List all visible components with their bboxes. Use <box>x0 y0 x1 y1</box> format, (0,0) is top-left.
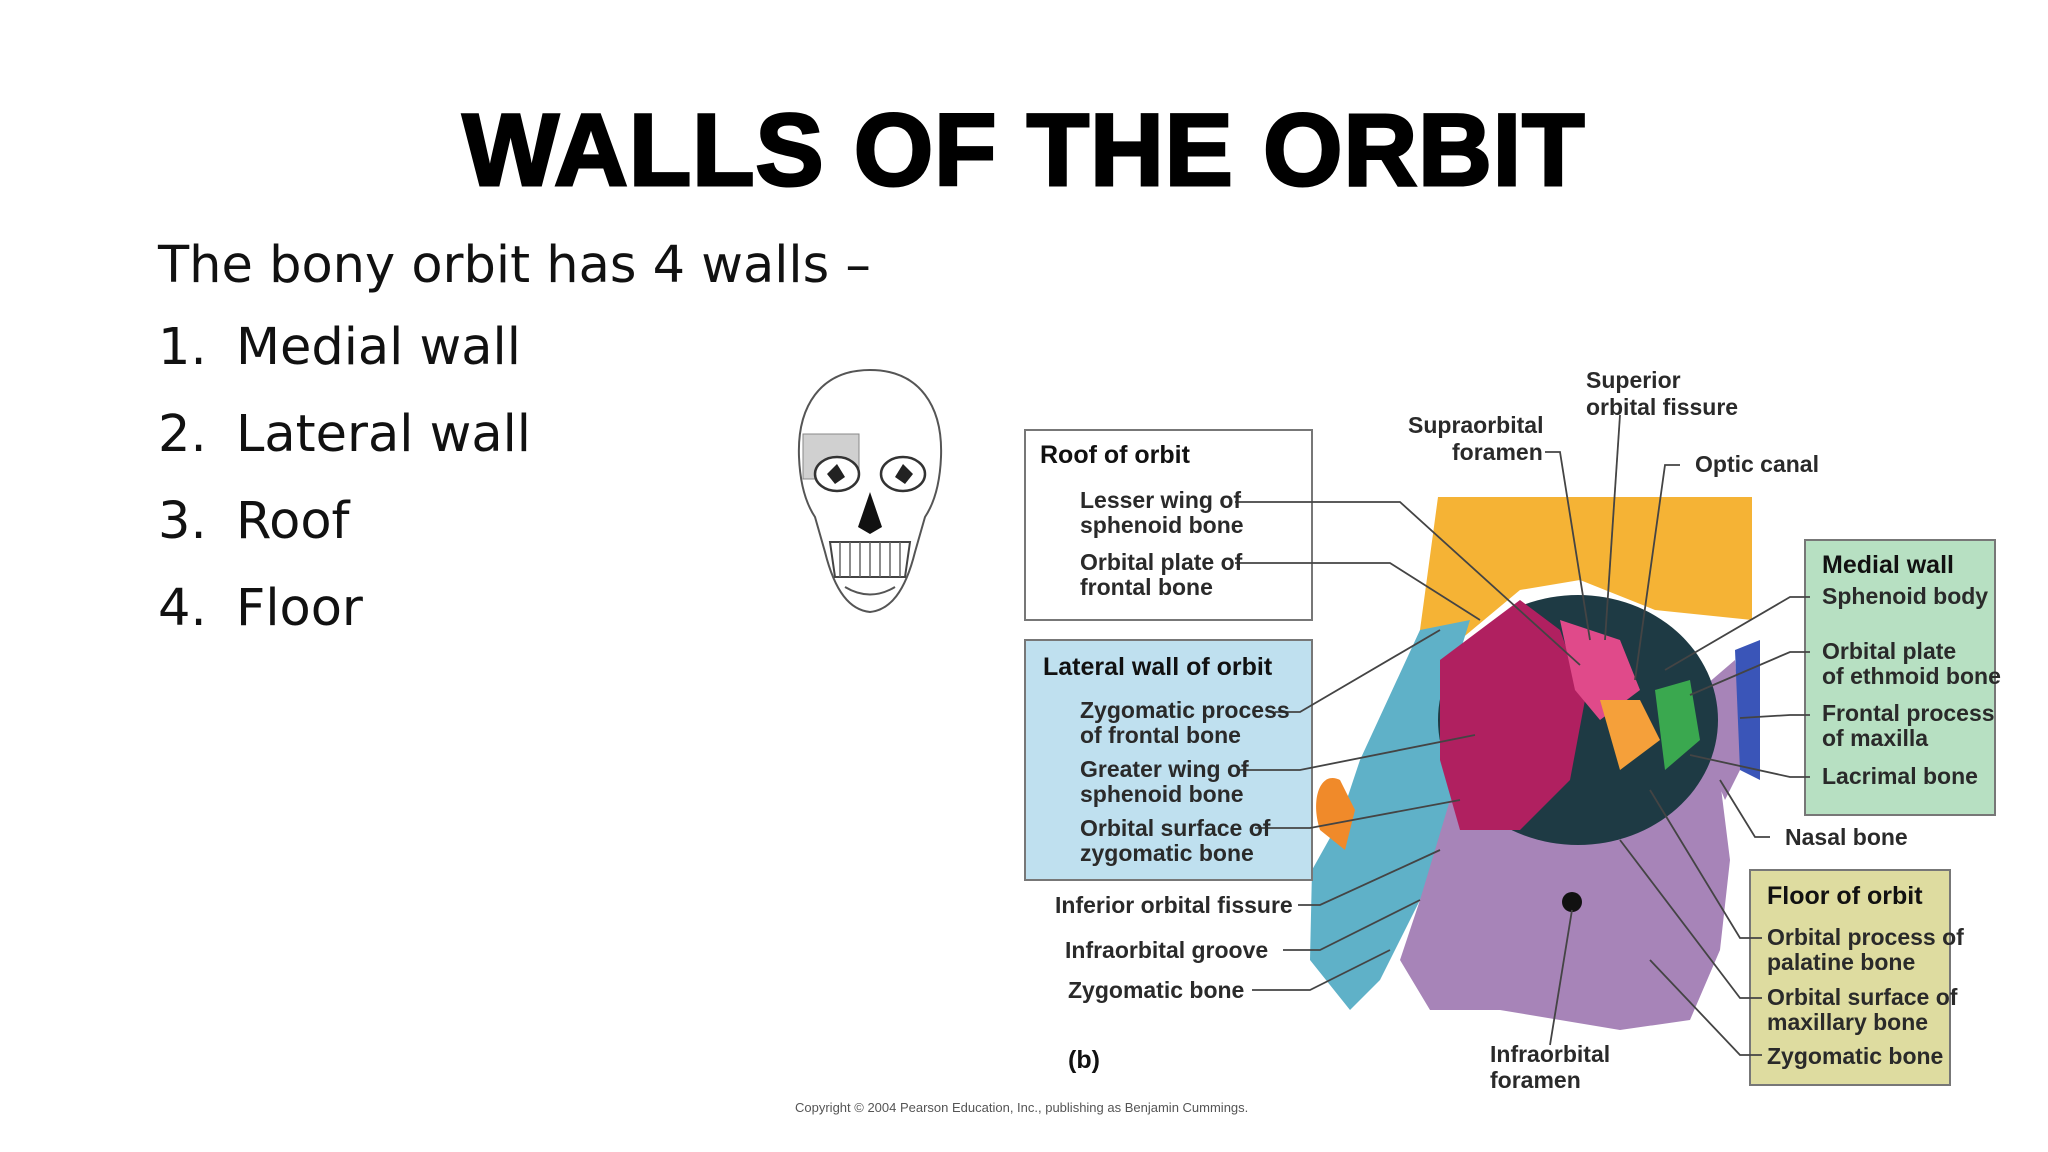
list-number: 1. <box>158 318 207 377</box>
lateral-wall-box <box>1024 639 1313 881</box>
nasal-bone-label: Nasal bone <box>1785 824 1908 850</box>
skull-thumbnail-icon <box>797 368 943 614</box>
top-label: orbital fissure <box>1586 394 1738 420</box>
slide-title: WALLS OF THE ORBIT <box>461 92 1586 209</box>
bottom-label: Infraorbital <box>1490 1041 1610 1067</box>
top-label: Superior <box>1586 367 1681 393</box>
medial-label: of ethmoid bone <box>1822 663 2001 689</box>
left-label: Infraorbital groove <box>1065 937 1268 963</box>
lateral-label: zygomatic bone <box>1080 840 1254 866</box>
medial-label: Lacrimal bone <box>1822 763 1978 789</box>
floor-label: maxillary bone <box>1767 1009 1928 1035</box>
roof-box <box>1024 429 1313 621</box>
lesser-wing <box>1600 700 1660 770</box>
lateral-label: Zygomatic process <box>1080 697 1290 723</box>
floor-label: Orbital surface of <box>1767 984 1958 1010</box>
list-number: 2. <box>158 405 207 464</box>
nasal-bone-shape <box>1735 640 1760 780</box>
bottom-label: foramen <box>1490 1067 1581 1093</box>
infraorbital-foramen-hole <box>1562 892 1582 912</box>
roof-label: frontal bone <box>1080 574 1213 600</box>
floor-label: palatine bone <box>1767 949 1915 975</box>
lateral-header: Lateral wall of orbit <box>1043 653 1273 681</box>
roof-header: Roof of orbit <box>1040 441 1191 469</box>
medial-wall-box <box>1804 539 1996 816</box>
medial-header: Medial wall <box>1822 551 1954 579</box>
roof-label: Lesser wing of <box>1080 487 1241 513</box>
list-label: Floor <box>236 579 363 638</box>
roof-label: sphenoid bone <box>1080 512 1244 538</box>
left-label: Zygomatic bone <box>1068 977 1244 1003</box>
orbit-inner-wall <box>1440 600 1585 830</box>
list-item: 2. Lateral wall <box>158 405 531 492</box>
floor-label: Zygomatic bone <box>1767 1043 1943 1069</box>
lateral-label: Orbital surface of <box>1080 815 1271 841</box>
medial-label: Orbital plate <box>1822 638 1956 664</box>
copyright-text: Copyright © 2004 Pearson Education, Inc.… <box>795 1100 1249 1115</box>
list-label: Medial wall <box>236 318 521 377</box>
top-label: Optic canal <box>1695 451 1819 477</box>
medial-label: Frontal process <box>1822 700 1995 726</box>
list-item: 3. Roof <box>158 492 531 579</box>
lateral-label: Greater wing of <box>1080 756 1249 782</box>
top-label: Supraorbital <box>1408 412 1543 438</box>
intro-text: The bony orbit has 4 walls – <box>158 236 871 295</box>
sphenoid-body <box>1560 620 1640 720</box>
list-item: 1. Medial wall <box>158 318 531 405</box>
top-label: foramen <box>1452 439 1543 465</box>
zygomatic-process-bone <box>1316 778 1355 850</box>
leader-lines <box>1235 414 1810 1056</box>
lateral-label: of frontal bone <box>1080 722 1241 748</box>
list-item: 4. Floor <box>158 579 531 666</box>
panel-label: (b) <box>1068 1046 1100 1074</box>
left-label: Inferior orbital fissure <box>1055 892 1293 918</box>
roof-bone <box>1420 497 1752 640</box>
floor-label: Orbital process of <box>1767 924 1964 950</box>
list-number: 4. <box>158 579 207 638</box>
walls-list: 1. Medial wall 2. Lateral wall 3. Roof 4. Fl… <box>158 318 531 666</box>
lateral-label: sphenoid bone <box>1080 781 1244 807</box>
list-label: Roof <box>236 492 350 551</box>
floor-box <box>1749 869 1951 1086</box>
medial-label: Sphenoid body <box>1822 583 1988 609</box>
medial-label: of maxilla <box>1822 725 1928 751</box>
roof-label: Orbital plate of <box>1080 549 1243 575</box>
list-number: 3. <box>158 492 207 551</box>
ethmoid-bone <box>1655 680 1700 770</box>
list-label: Lateral wall <box>236 405 531 464</box>
floor-header: Floor of orbit <box>1767 882 1923 910</box>
